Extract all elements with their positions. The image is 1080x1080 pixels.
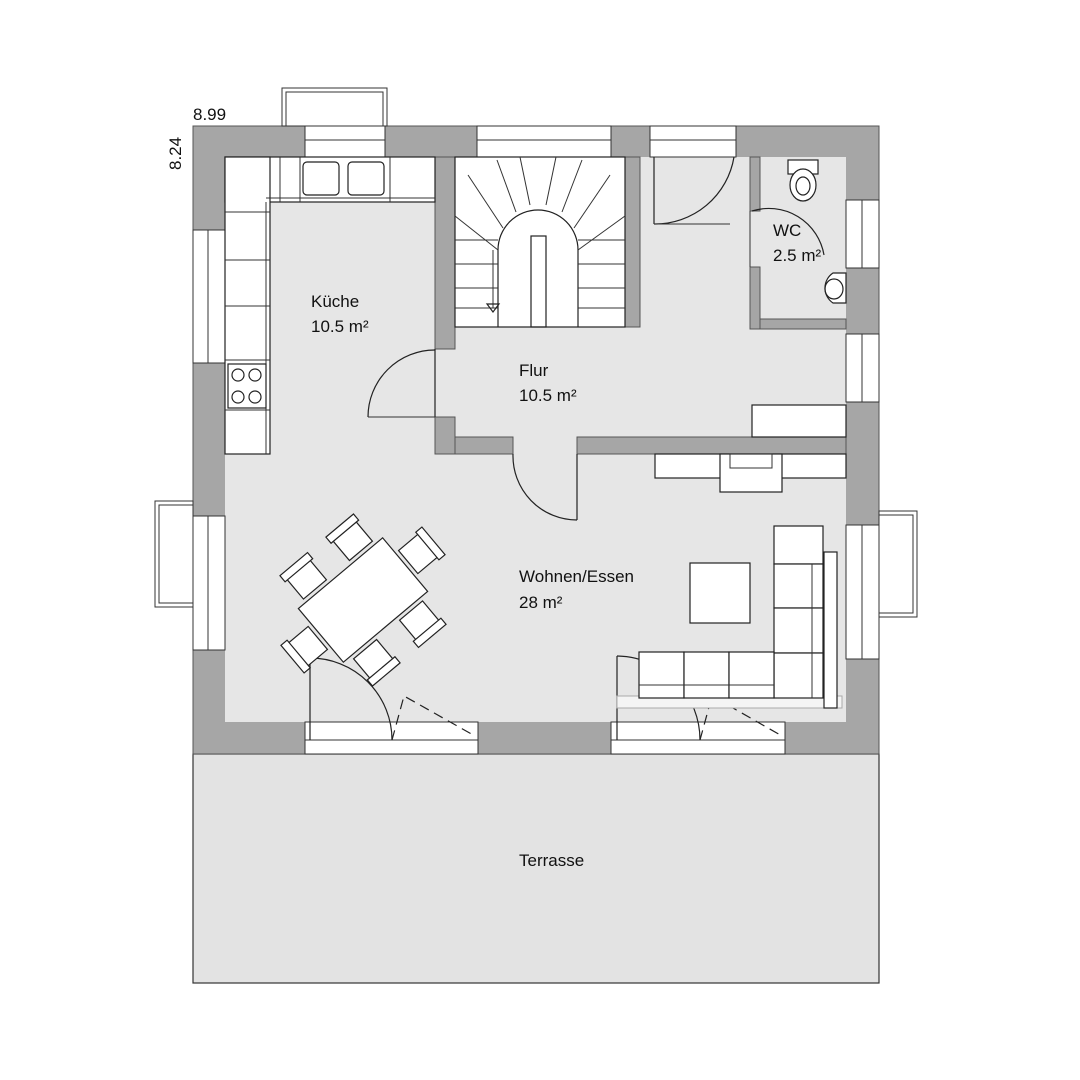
dining-chair <box>279 551 328 600</box>
room-name-terrasse: Terrasse <box>519 851 584 870</box>
room-area-flur: 10.5 m² <box>519 386 577 405</box>
dining-chair <box>352 638 401 687</box>
dining-chair <box>280 625 329 674</box>
dining-chair <box>398 600 447 649</box>
door-hall-kitchen <box>367 349 436 418</box>
interior-walls <box>434 156 847 455</box>
stove-icon <box>227 363 267 409</box>
door-hall-wc <box>749 207 825 267</box>
windows <box>154 87 918 755</box>
room-area-wc: 2.5 m² <box>773 246 822 265</box>
coffee-table <box>689 562 751 624</box>
room-name-wc: WC <box>773 221 801 240</box>
door-terrace-left <box>309 657 476 741</box>
sofa <box>616 525 843 709</box>
room-area-wohnen: 28 m² <box>519 593 563 612</box>
sink-icon <box>302 161 385 196</box>
terrace-area <box>192 753 880 984</box>
sideboard <box>654 453 847 493</box>
toilet-icon <box>787 159 819 202</box>
dimension-width: 8.99 <box>193 105 226 124</box>
dining-table <box>279 513 447 687</box>
room-name-kueche: Küche <box>311 292 359 311</box>
room-name-wohnen: Wohnen/Essen <box>519 567 634 586</box>
hallway-bench <box>751 404 847 438</box>
room-area-kueche: 10.5 m² <box>311 317 369 336</box>
staircase <box>454 156 626 328</box>
washbasin-icon <box>824 272 847 304</box>
dining-chair <box>397 526 446 575</box>
door-entrance <box>653 156 735 225</box>
dimension-depth: 8.24 <box>166 137 185 170</box>
door-hall-living <box>512 453 578 521</box>
dining-chair <box>325 513 374 562</box>
room-name-flur: Flur <box>519 361 549 380</box>
